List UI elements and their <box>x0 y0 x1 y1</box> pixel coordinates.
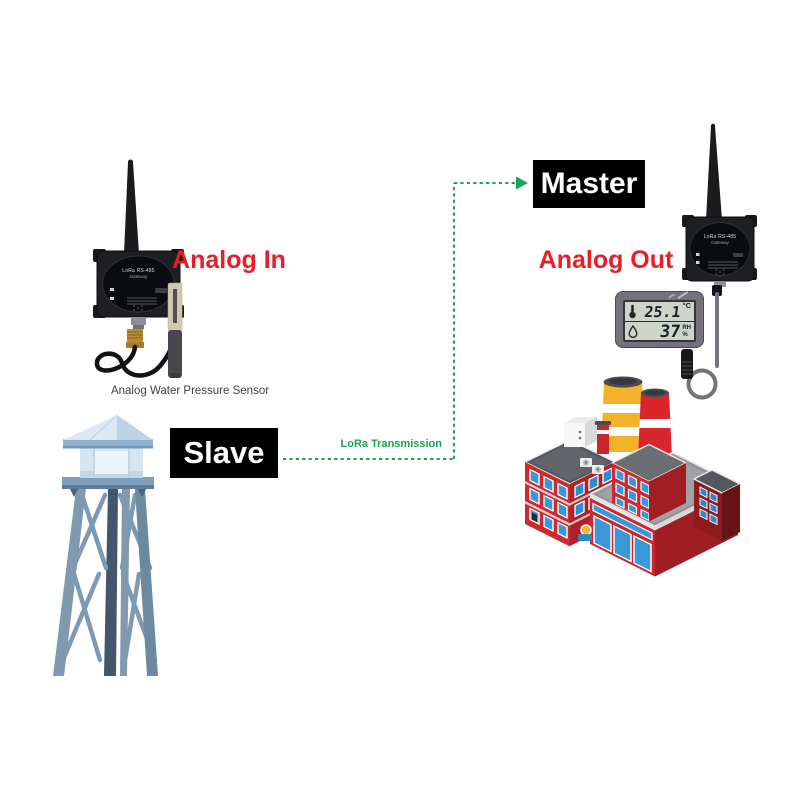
factory <box>524 376 741 577</box>
device-right-sub: Gateway <box>711 240 729 246</box>
pressure-sensor-assembly <box>94 282 183 378</box>
antenna-icon <box>706 126 722 220</box>
temperature-unit: °C <box>682 301 691 310</box>
humidity-value: 37 <box>658 321 682 342</box>
device-right-name: LoRa RS-485 <box>703 234 737 240</box>
device-right-faceplate: LoRa RS-485 Gateway <box>688 234 752 246</box>
lora-device-left <box>93 159 184 329</box>
water-tower <box>53 414 158 676</box>
lora-link-line <box>283 182 516 460</box>
display-highlight <box>677 290 689 300</box>
slave-label: Slave <box>170 428 278 478</box>
lora-transmission-label: LoRa Transmission <box>340 438 442 450</box>
sensor-caption: Analog Water Pressure Sensor <box>110 385 270 397</box>
arrow-head-icon <box>516 176 528 190</box>
lcd-screen: 25.1 °C 37 RH % <box>623 300 696 342</box>
device-left-sub: Gateway <box>129 274 148 280</box>
antenna-icon <box>124 162 139 254</box>
temperature-value: 25.1 <box>643 302 682 321</box>
speaker-grille-icon <box>715 267 725 277</box>
speaker-grille-icon <box>132 302 144 314</box>
analog-in-label: Analog In <box>172 246 286 274</box>
humidity-unit: RH % <box>682 325 691 338</box>
humidity-unit-bottom: % <box>682 331 688 338</box>
humidity-unit-top: RH <box>682 325 691 332</box>
droplet-icon <box>628 325 638 338</box>
device-left-name: LoRa RS-485 <box>122 268 155 274</box>
sensor-cable <box>94 338 177 378</box>
master-label: Master <box>533 160 645 208</box>
display-cable <box>681 285 722 400</box>
device-left-faceplate: LoRa RS-485 Gateway <box>104 268 173 280</box>
display-highlight <box>668 293 675 299</box>
thermometer-icon <box>629 304 636 319</box>
thermo-hygro-display: 25.1 °C 37 RH % <box>615 290 704 348</box>
analog-out-label: Analog Out <box>538 246 674 274</box>
factory-lamp <box>580 524 592 536</box>
lora-device-right <box>682 123 757 287</box>
